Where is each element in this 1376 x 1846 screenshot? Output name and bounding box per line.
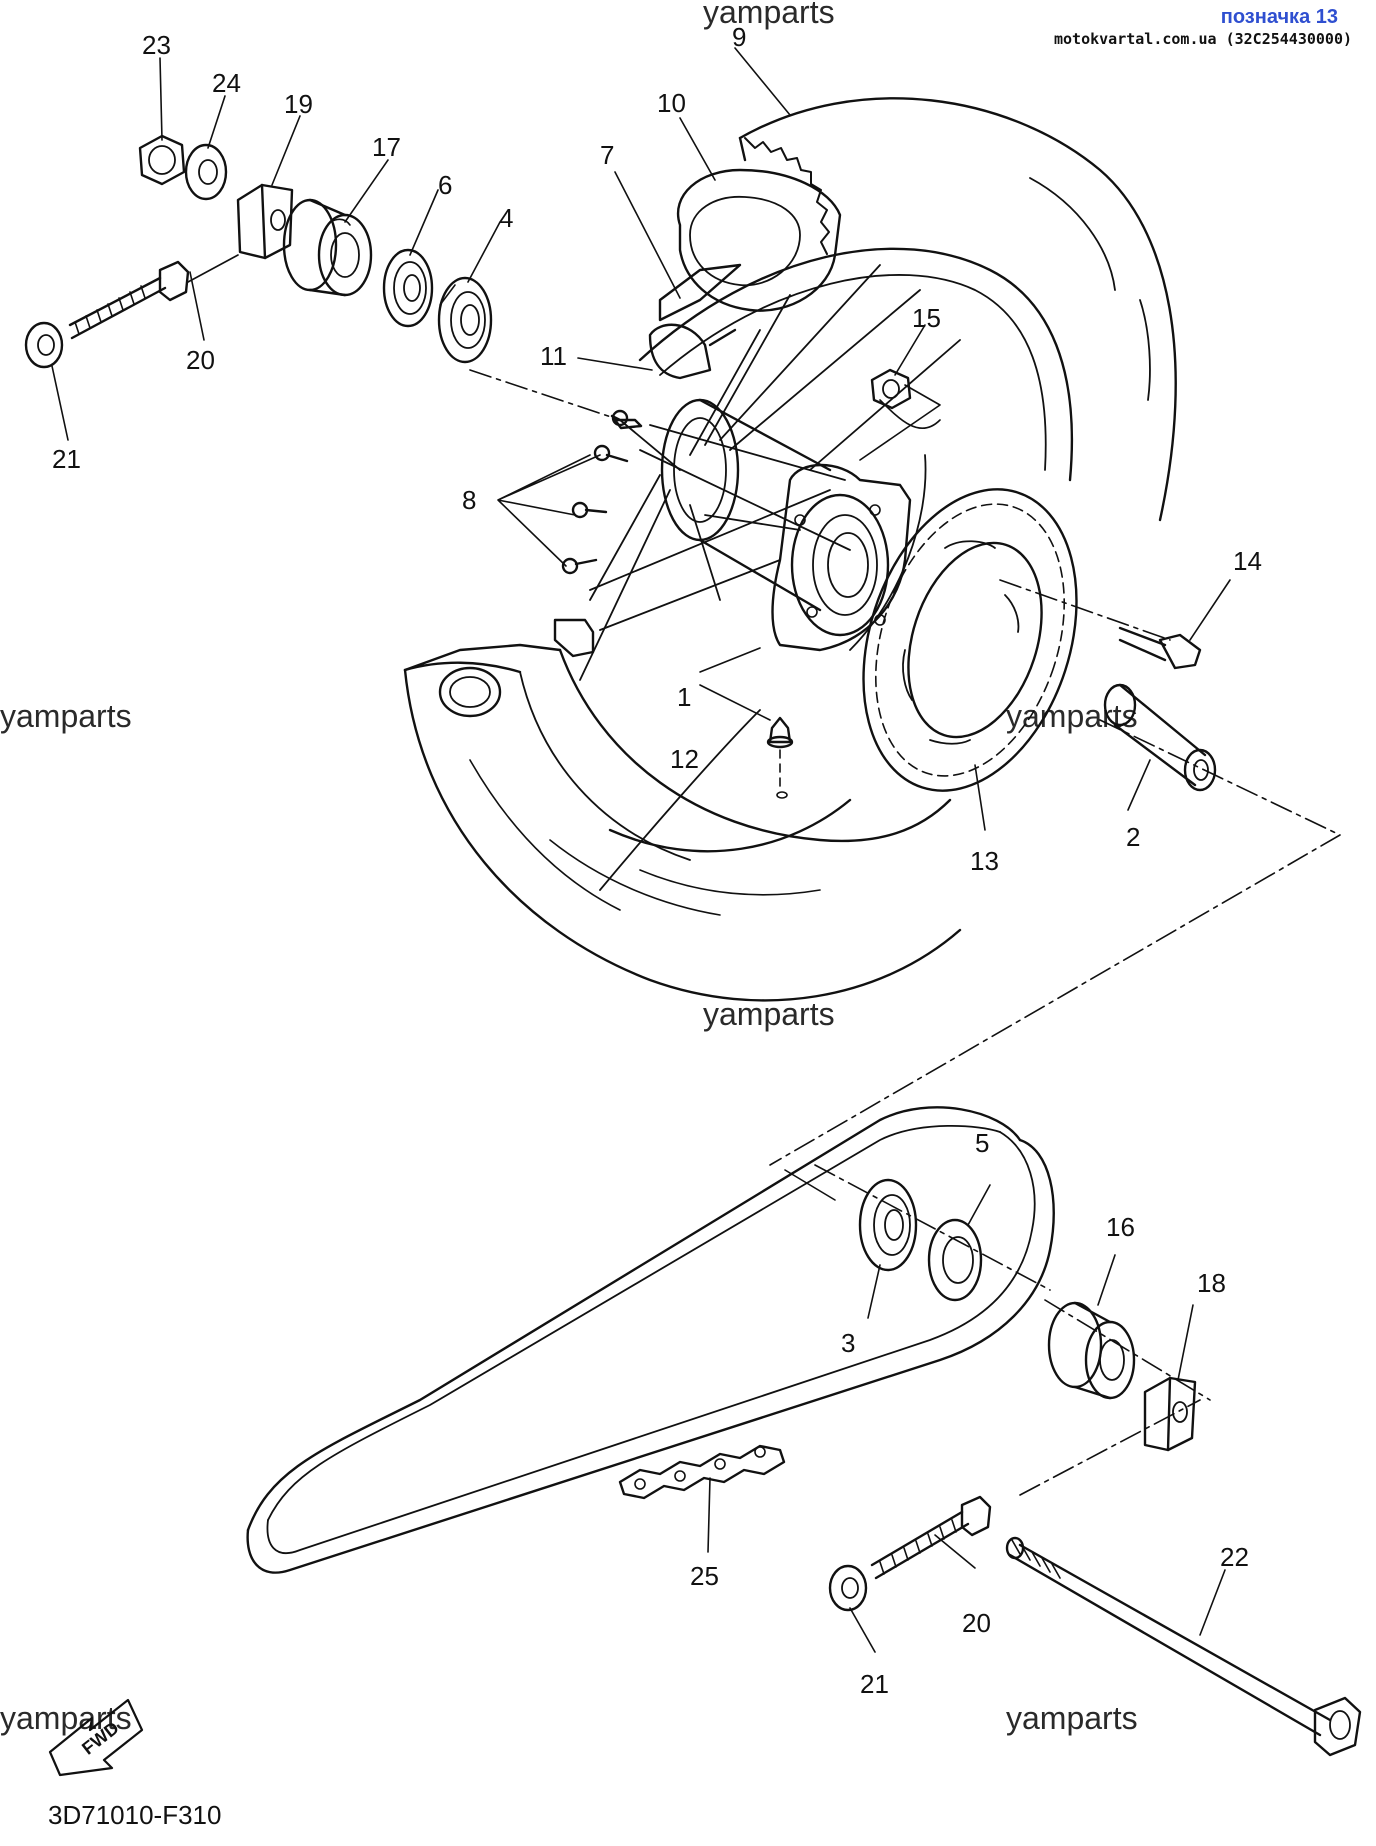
callout-17: 17 [372,132,401,162]
callout-19: 19 [284,89,313,119]
callout-1: 1 [677,682,691,712]
nut-23 [138,134,186,186]
spacer-2 [1103,683,1217,792]
callout-23: 23 [142,30,171,60]
callout-20b: 20 [962,1608,991,1638]
fwd-arrow-icon: FWD [48,1698,144,1777]
callout-12: 12 [670,744,699,774]
diagram-code: 3D71010-F310 [48,1800,222,1830]
callout-10: 10 [657,88,686,118]
callout-16: 16 [1106,1212,1135,1242]
collar-17 [282,198,373,297]
sprocket [862,488,1078,792]
callout-13: 13 [970,846,999,876]
callout-11: 11 [540,341,567,371]
adjuster-block-18 [1143,1376,1197,1452]
leader-lines [51,47,1231,1653]
header-label: позначка 13 [1220,6,1338,28]
washer-24 [184,143,228,201]
callout-21b: 21 [860,1669,889,1699]
callout-25: 25 [690,1561,719,1591]
valve-cap-12 [766,716,794,799]
watermark: yamparts [703,0,835,30]
axle-centerline [469,369,1341,1496]
chain-joint-25 [618,1444,786,1500]
callout-14: 14 [1233,546,1262,576]
rim [599,247,1074,891]
callout-2: 2 [1126,822,1140,852]
callout-6: 6 [438,170,452,200]
header-site: motokvartal.com.ua (32C254430000) [1053,30,1352,48]
watermark: yamparts [0,1700,132,1736]
callout-21a: 21 [52,444,81,474]
callout-5: 5 [975,1128,989,1158]
callout-15: 15 [912,303,941,333]
adjuster-bolt-20 [68,254,239,340]
bearing-4 [437,276,493,364]
sprocket-bolt-14 [1118,626,1202,670]
callout-4: 4 [499,203,513,233]
bearing-6 [382,248,434,328]
nut-21-left [24,321,64,369]
callout-7: 7 [600,140,614,170]
tire [403,97,1177,1002]
nut-21-lower [828,1564,868,1612]
watermark: yamparts [0,698,132,734]
callout-3: 3 [841,1328,855,1358]
callout-20a: 20 [186,345,215,375]
adjuster-bolt-20-lower [870,1495,992,1580]
adjuster-block-19 [236,183,294,260]
callout-9: 9 [732,22,746,52]
hub-assembly [579,264,961,681]
bearing-3 [858,1178,918,1272]
watermark: yamparts [703,996,835,1032]
watermark: yamparts [1006,1700,1138,1736]
callout-8: 8 [462,485,476,515]
spoke-nipples-8 [561,409,643,575]
collar-16 [1047,1301,1136,1400]
callout-18: 18 [1197,1268,1226,1298]
nut-15 [859,368,941,461]
drive-chain [246,1106,1055,1574]
callout-numbers: 1 2 3 4 5 6 7 8 9 10 11 12 13 14 15 16 1… [52,22,1262,1699]
axle-22 [1005,1536,1362,1757]
inner-tube [648,168,842,380]
callout-22: 22 [1220,1542,1249,1572]
oil-seal-5 [927,1218,983,1302]
callout-24: 24 [212,68,241,98]
